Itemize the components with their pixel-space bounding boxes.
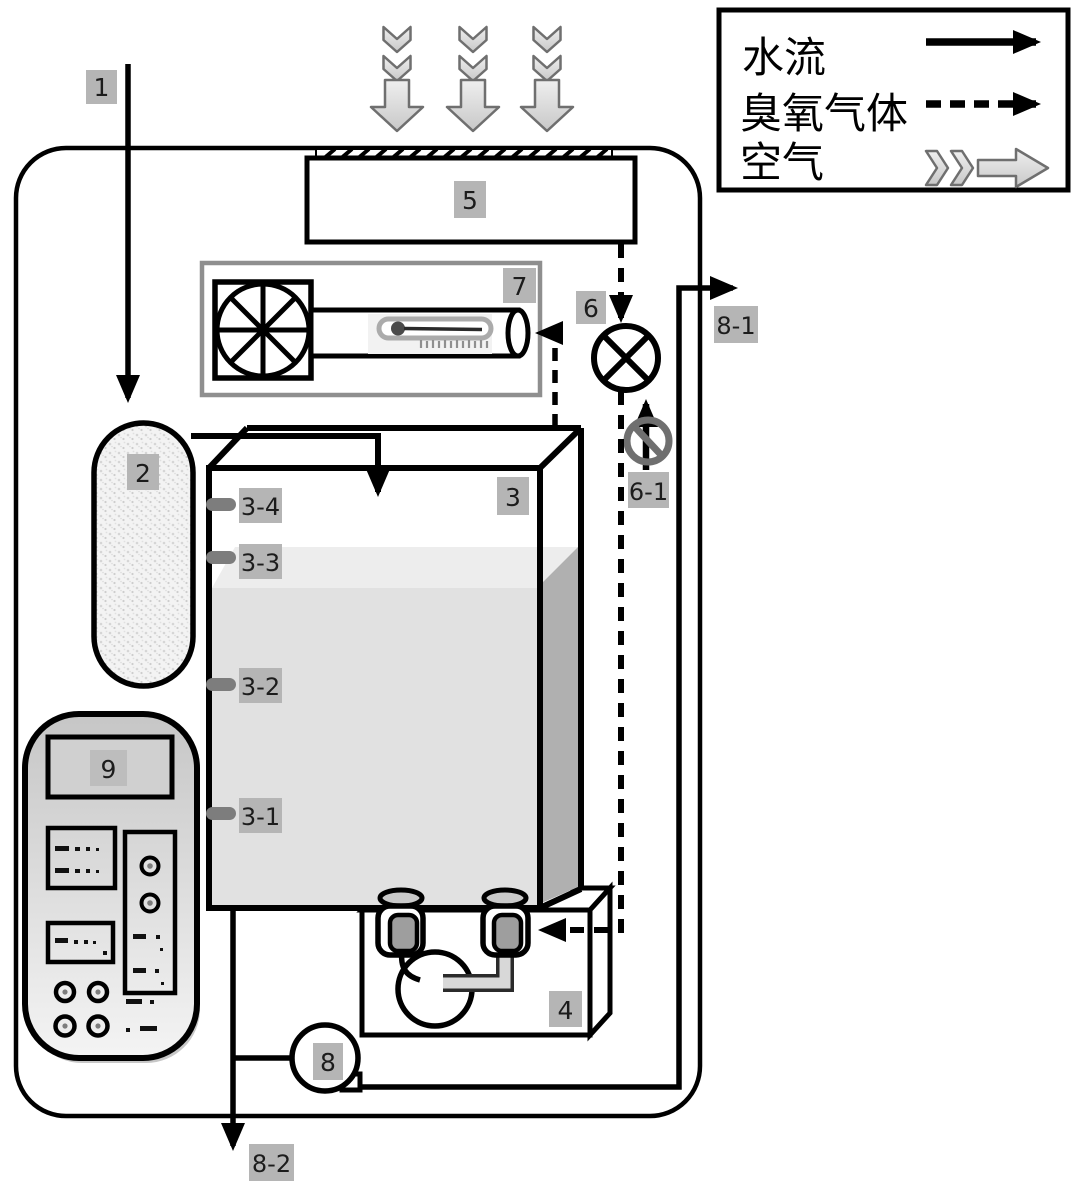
badge-2-label: 2 (135, 459, 151, 488)
legend: 水流 臭氧气体 空气 (716, 7, 1071, 193)
badge-3-1: 3-1 (239, 798, 282, 833)
panel-knob-1-dot (147, 863, 153, 869)
panel-marks-bottom (126, 999, 157, 1032)
badge-7-label: 7 (512, 272, 528, 301)
badge-4: 4 (549, 991, 582, 1027)
panel-marks-a (55, 846, 99, 873)
panel-indicator-lights (53, 980, 110, 1038)
badge-6: 6 (576, 291, 606, 324)
badge-7: 7 (503, 268, 536, 303)
diffuser-stone-left (387, 912, 420, 954)
air-arrow-group-3 (519, 25, 575, 133)
prohibition-icon (623, 416, 673, 466)
tank-top-right-diagonal (537, 425, 584, 471)
badge-6-1-label: 6-1 (629, 478, 668, 506)
air-intake-box (304, 155, 638, 245)
gas-sensor-unit (199, 260, 543, 398)
diffuser-stone-right (491, 912, 524, 954)
air-arrow-group-2 (445, 25, 501, 133)
legend-label-ozone-gas: 臭氧气体 (740, 89, 908, 138)
filter-capsule (91, 420, 196, 689)
badge-4-label: 4 (558, 996, 574, 1025)
valve-cross (601, 333, 651, 383)
air-flow-arrows (369, 25, 575, 133)
ozone-valve (591, 323, 661, 393)
thermometer-icon (368, 314, 494, 354)
badge-8-label: 8 (320, 1048, 336, 1077)
badge-3-3: 3-3 (239, 544, 282, 579)
legend-label-air: 空气 (740, 138, 824, 187)
badge-5: 5 (454, 181, 486, 218)
panel-button-group-a (45, 825, 118, 891)
ozone-line-main (538, 391, 624, 942)
tank-top-left-diagonal (206, 425, 250, 471)
badge-3-4-label: 3-4 (241, 493, 280, 521)
level-sensor-3-3 (206, 551, 236, 564)
ozone-sample-line (535, 321, 563, 427)
badge-3-1-label: 3-1 (241, 803, 280, 831)
badge-3-2: 3-2 (239, 668, 282, 703)
tank-inlet-pipe (191, 433, 390, 497)
badge-8-1-label: 8-1 (716, 312, 755, 340)
badge-8: 8 (313, 1043, 343, 1080)
reaction-tank (206, 425, 584, 911)
badge-6-label: 6 (583, 294, 599, 323)
panel-marks-column (133, 934, 164, 985)
component-badges: 1 5 7 6 8-1 2 3 6-1 (86, 70, 758, 1181)
badge-5-label: 5 (462, 186, 478, 215)
water-surface (212, 547, 578, 588)
panel-button-group-b (45, 920, 116, 965)
badge-1: 1 (86, 70, 117, 104)
check-valve-indicator (623, 399, 673, 470)
prohibition-slash (631, 423, 666, 460)
panel-marks-b (55, 938, 107, 955)
badge-3-2-label: 3-2 (241, 673, 280, 701)
badge-3-3-label: 3-3 (241, 549, 280, 577)
badge-3-4: 3-4 (239, 488, 282, 523)
panel-button-column (122, 829, 178, 996)
water-side-face (537, 547, 578, 905)
badge-8-1: 8-1 (714, 306, 758, 343)
air-arrow-group-1 (369, 25, 425, 133)
badge-3-label: 3 (505, 483, 521, 512)
badge-9: 9 (90, 750, 127, 786)
recirculation-outlet-pipe (358, 276, 738, 1090)
badge-8-2-label: 8-2 (252, 1150, 291, 1178)
badge-8-2: 8-2 (249, 1144, 294, 1181)
level-sensor-3-4 (206, 498, 236, 511)
panel-knob-2-dot (147, 900, 153, 906)
badge-1-label: 1 (94, 73, 110, 102)
tank-bottom-right-diagonal (540, 886, 583, 910)
fan-blades (217, 284, 309, 376)
badge-2: 2 (127, 454, 159, 490)
sensor-cylinder-end (505, 307, 531, 359)
water-body (212, 588, 537, 905)
level-sensor-3-2 (206, 678, 236, 691)
legend-chevron-arrow (924, 147, 1050, 189)
badge-6-1: 6-1 (628, 472, 669, 508)
diffuser-internals (375, 887, 531, 1029)
level-sensor-3-1 (206, 807, 236, 820)
legend-label-water-flow: 水流 (742, 33, 826, 82)
badge-3: 3 (497, 477, 529, 515)
diffuser-box-side (587, 881, 613, 1042)
control-panel (22, 711, 200, 1063)
badge-9-label: 9 (101, 755, 117, 784)
